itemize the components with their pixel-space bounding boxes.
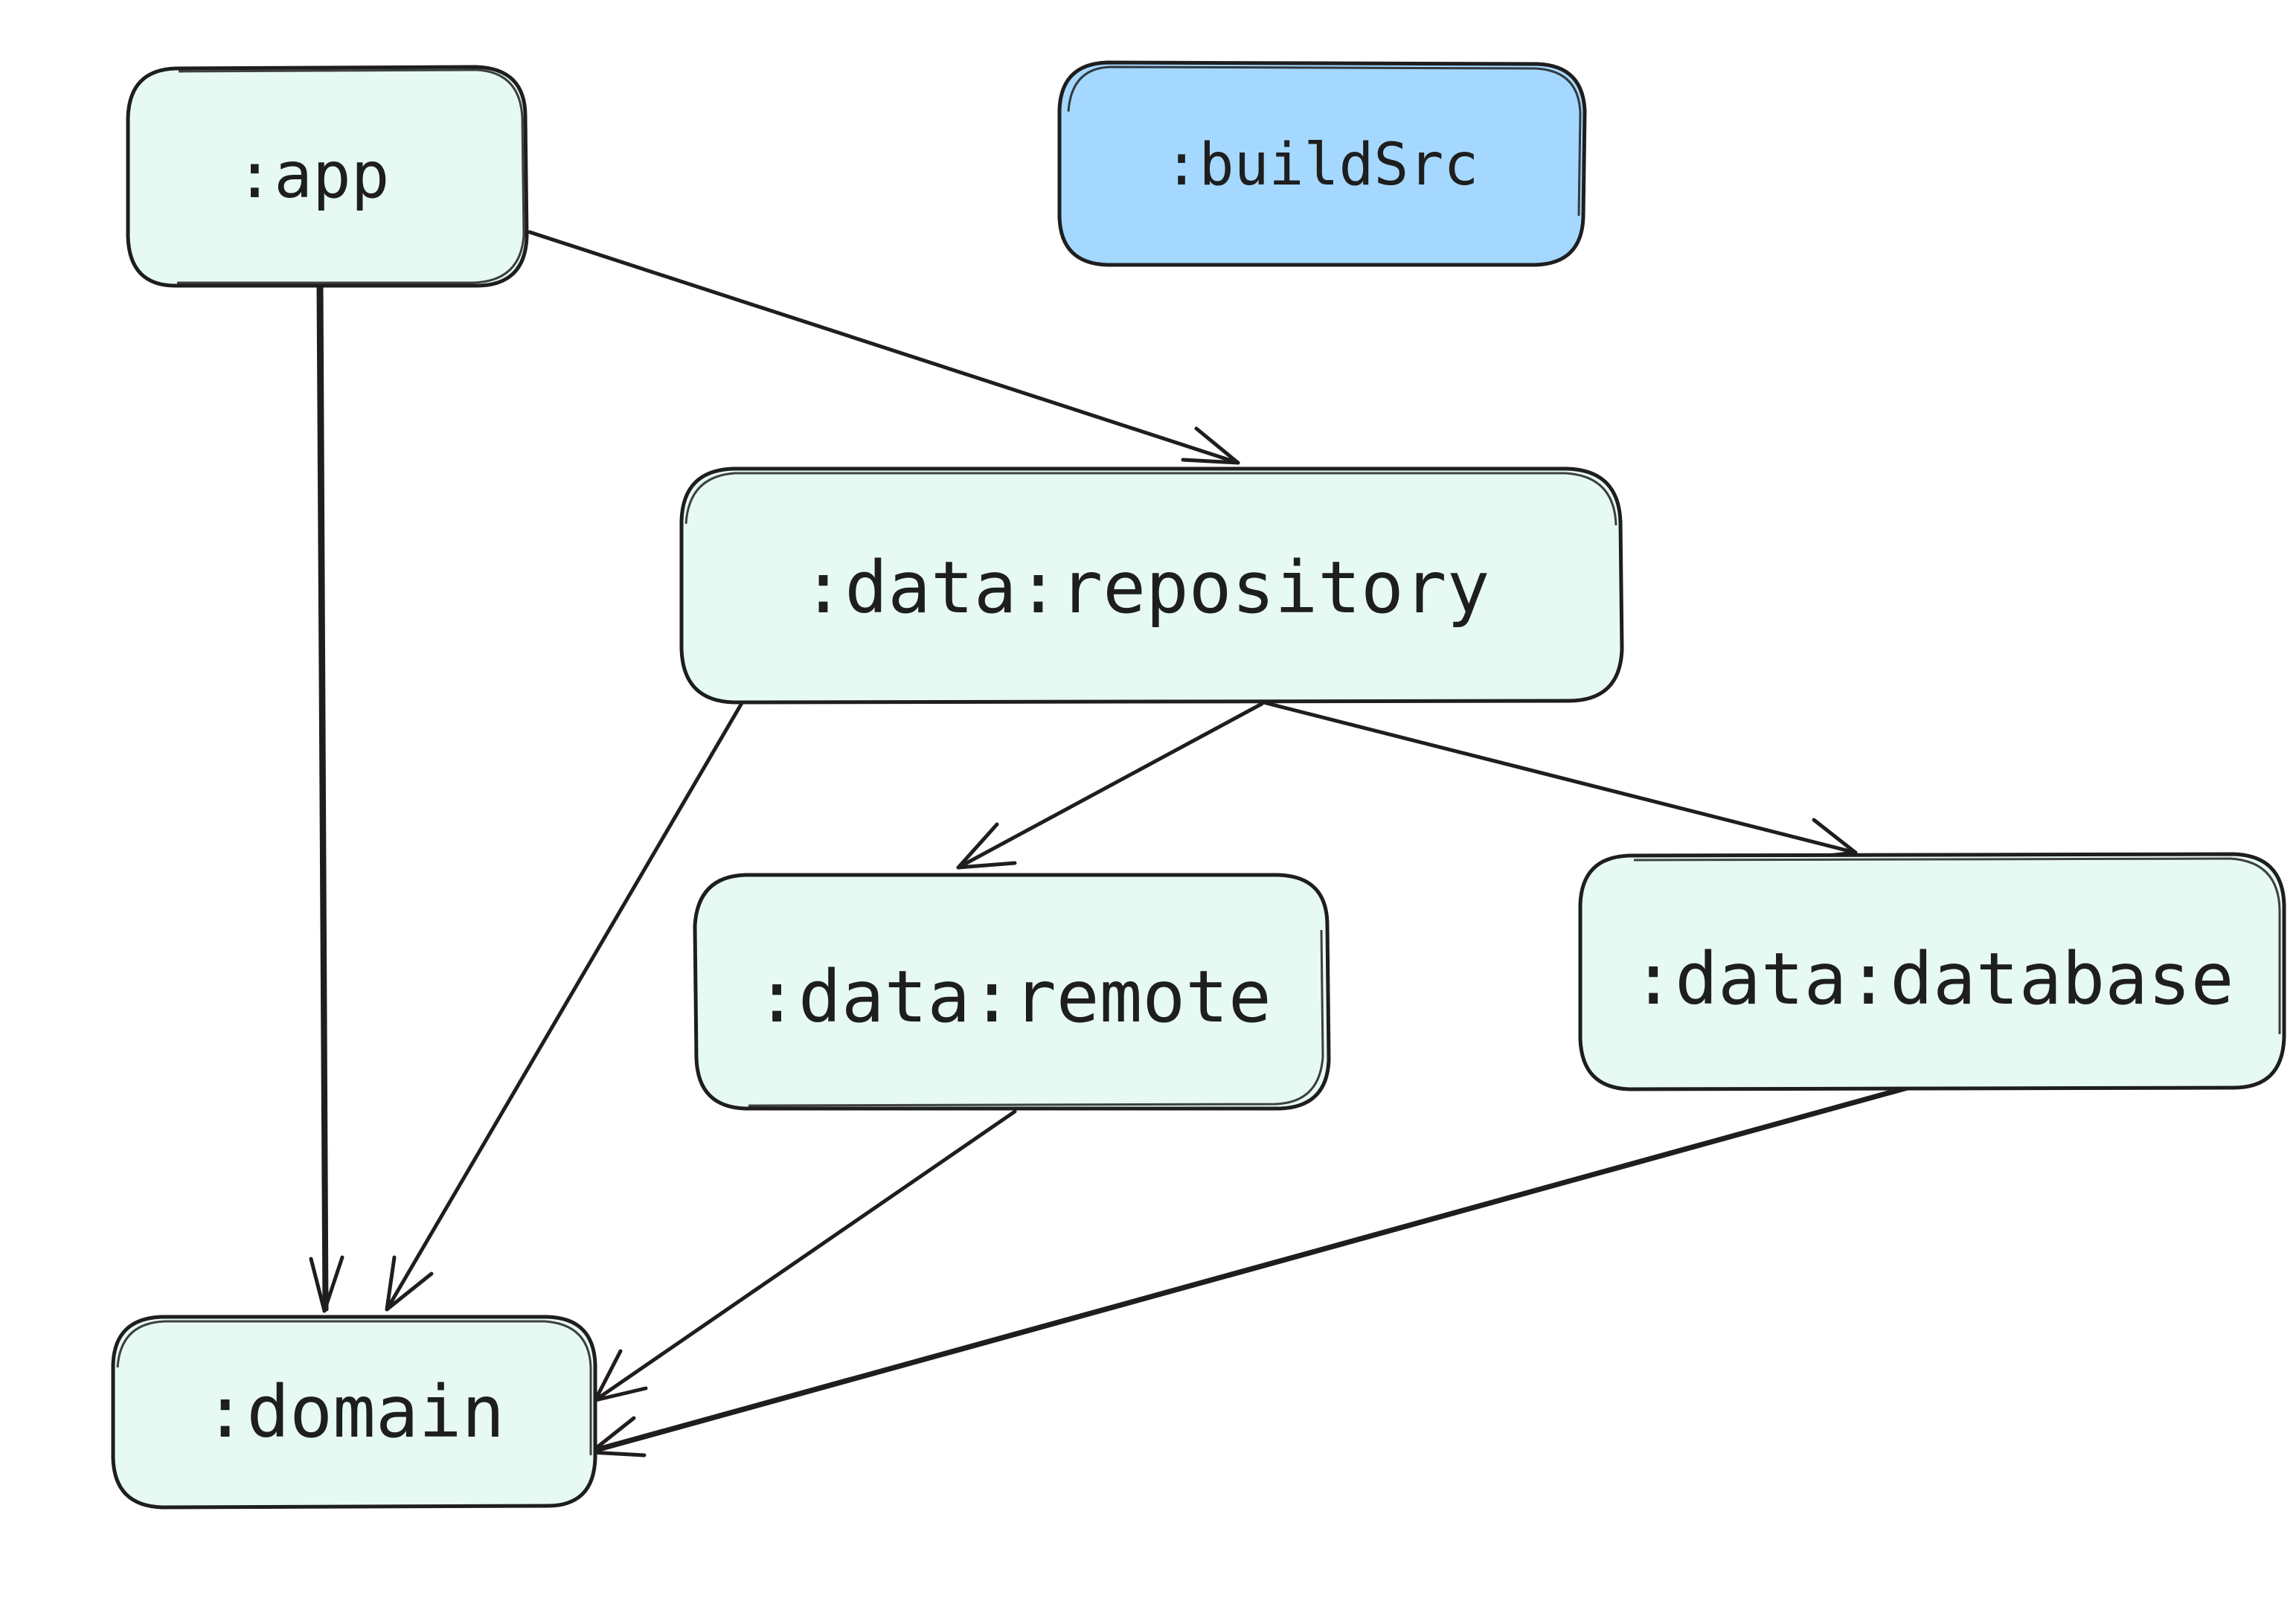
node-domain-box — [111, 1315, 597, 1510]
node-domain-label: :domain — [204, 1370, 505, 1454]
node-buildsrc-box — [1057, 60, 1587, 267]
edge-database-to-domain — [589, 1083, 1923, 1457]
edge-remote-to-domain — [593, 1109, 1017, 1402]
edge-repository-to-database — [1261, 700, 1858, 861]
node-repository[interactable]: :data:repository — [679, 466, 1624, 705]
node-app-label: :app — [235, 138, 389, 213]
edges — [309, 230, 1923, 1457]
node-remote-label: :data:remote — [755, 955, 1272, 1039]
edge-repository-to-domain — [385, 697, 746, 1312]
node-buildsrc[interactable]: :buildSrc — [1057, 60, 1587, 267]
node-database-box — [1578, 852, 2286, 1091]
node-database[interactable]: :data:database — [1578, 852, 2286, 1091]
node-remote[interactable]: :data:remote — [693, 873, 1331, 1111]
node-buildsrc-label: :buildSrc — [1164, 132, 1479, 199]
edge-app-to-domain — [309, 280, 344, 1313]
node-database-label: :data:database — [1632, 937, 2234, 1021]
edge-app-to-repository — [527, 230, 1240, 465]
node-repository-box — [679, 466, 1624, 705]
edge-repository-to-remote — [956, 702, 1264, 870]
node-repository-label: :data:repository — [802, 546, 1490, 629]
node-remote-box — [693, 873, 1331, 1111]
node-domain[interactable]: :domain — [111, 1315, 597, 1510]
node-app-box — [126, 65, 529, 288]
node-app[interactable]: :app — [126, 65, 529, 288]
